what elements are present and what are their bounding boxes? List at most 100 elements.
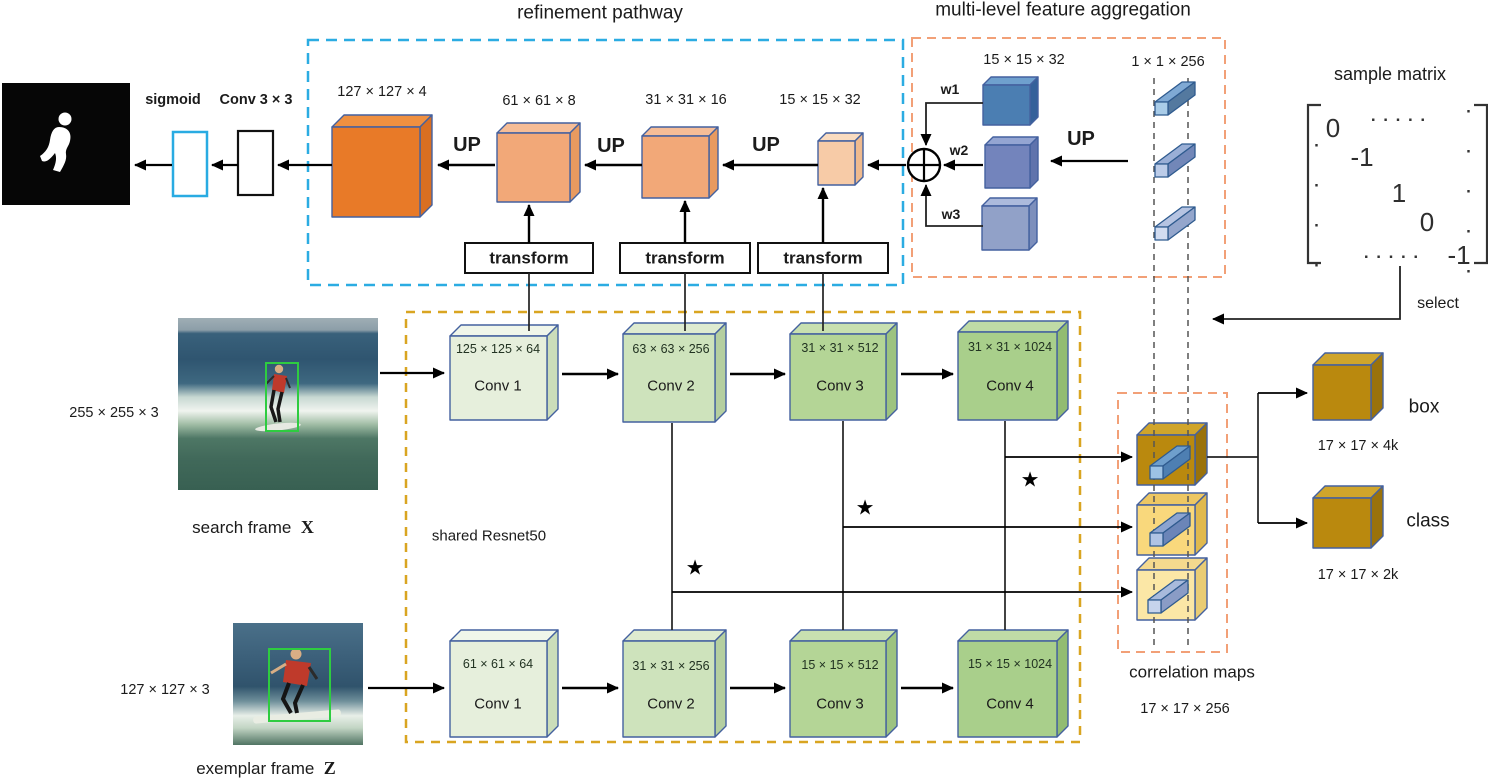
- conv3-bottom-dim: 15 × 15 × 512: [801, 657, 879, 672]
- conv4-bottom-dim: 15 × 15 × 1024: [967, 656, 1053, 671]
- matrix-entry-2: -1: [1350, 142, 1374, 172]
- exemplar-input-dim: 127 × 127 × 3: [120, 681, 210, 698]
- conv2-bottom-cube: [622, 629, 727, 738]
- correlation-star-icon: ★: [855, 496, 875, 520]
- conv4-bottom-name: Conv 4: [986, 695, 1034, 713]
- refinement-cube-15: [817, 132, 864, 186]
- correlation-bar-1: [1149, 445, 1191, 480]
- up-label-aggregation: UP: [1067, 128, 1095, 150]
- weight-w3-label: w3: [941, 206, 961, 222]
- vector-dim: 1 × 1 × 256: [1131, 53, 1205, 70]
- search-frame-image: [178, 318, 378, 490]
- conv1-top-name: Conv 1: [474, 377, 522, 395]
- class-head-label: class: [1406, 510, 1450, 532]
- sample-matrix-title: sample matrix: [1333, 64, 1447, 84]
- conv3-top-dim: 31 × 31 × 512: [801, 340, 879, 355]
- surfer-figure: [253, 648, 341, 724]
- feature-vector-bar-3: [1154, 206, 1196, 241]
- exemplar-bounding-box: [268, 648, 331, 722]
- select-label: select: [1417, 295, 1459, 312]
- transform-box-3-label: transform: [783, 248, 863, 268]
- refinement-dim-1: 127 × 127 × 4: [337, 83, 427, 100]
- refinement-pathway-title: refinement pathway: [517, 2, 683, 24]
- person-silhouette-icon: [40, 112, 72, 172]
- refinement-dim-3: 31 × 31 × 16: [645, 91, 727, 108]
- conv3-top-name: Conv 3: [816, 377, 864, 395]
- matrix-dots-right: · · · · ·: [1459, 102, 1479, 282]
- matrix-dots-bottom: · · · · ·: [1363, 247, 1421, 267]
- refinement-dim-2: 61 × 61 × 8: [502, 92, 576, 109]
- search-input-dim: 255 × 255 × 3: [69, 404, 159, 421]
- box-head-cube: [1312, 352, 1384, 421]
- matrix-dots-top: · · · · ·: [1370, 110, 1428, 130]
- weight-w1-label: w1: [940, 81, 960, 97]
- correlation-star-icon: ★: [685, 556, 705, 580]
- conv3-top-cube: [789, 322, 898, 421]
- box-head-label: box: [1408, 396, 1440, 418]
- feature-aggregation-region: [911, 37, 1226, 278]
- select-arrow: [1212, 266, 1401, 325]
- up-label-3: UP: [752, 134, 780, 156]
- w1-arrow: [920, 102, 983, 146]
- matrix-entry-4: 0: [1419, 207, 1435, 237]
- class-head-dim: 17 × 17 × 2k: [1317, 566, 1399, 583]
- correlation-maps-label: correlation maps: [1129, 662, 1255, 682]
- feature-vector-bar-2: [1154, 143, 1196, 178]
- w3-arrow: [920, 184, 983, 227]
- conv2-top-dim: 63 × 63 × 256: [632, 341, 710, 356]
- correlation-maps-region: [1117, 392, 1228, 653]
- aggregation-cube-w1: [982, 76, 1039, 126]
- box-head-dim: 17 × 17 × 4k: [1317, 437, 1399, 454]
- aggregation-cube-dim: 15 × 15 × 32: [983, 51, 1065, 68]
- conv2-top-name: Conv 2: [647, 377, 695, 395]
- correlation-star-icon: ★: [1020, 468, 1040, 492]
- shared-resnet-label: shared Resnet50: [431, 527, 547, 545]
- conv1-bottom-cube: [449, 629, 559, 738]
- conv4-top-cube: [957, 320, 1069, 421]
- correlation-bar-3: [1147, 579, 1189, 614]
- search-var: X: [300, 517, 314, 537]
- conv1-bottom-dim: 61 × 61 × 64: [462, 656, 534, 671]
- exemplar-frame-image: [233, 623, 363, 745]
- up-label-2: UP: [597, 135, 625, 157]
- conv2-bottom-name: Conv 2: [647, 695, 695, 713]
- conv1-top-cube: [449, 324, 559, 421]
- conv1-top-dim: 125 × 125 × 64: [455, 341, 541, 356]
- segmentation-mask-image: [2, 83, 130, 205]
- up-label-1: UP: [453, 134, 481, 156]
- sigmoid-box: [171, 130, 209, 198]
- refinement-cube-31: [641, 126, 719, 199]
- matrix-entry-3: 1: [1391, 178, 1407, 208]
- conv4-top-name: Conv 4: [986, 377, 1034, 395]
- sigmoid-label: sigmoid: [145, 91, 201, 108]
- conv1-bottom-name: Conv 1: [474, 695, 522, 713]
- feature-aggregation-title: multi-level feature aggregation: [935, 0, 1191, 21]
- matrix-entry-1: 0: [1325, 113, 1341, 143]
- refinement-cube-61: [496, 122, 581, 203]
- surfer-figure: [255, 364, 301, 432]
- aggregation-cube-w2: [984, 136, 1039, 189]
- exemplar-var: Z: [323, 758, 336, 778]
- conv3-bottom-cube: [789, 629, 898, 738]
- transform-box-1: [464, 242, 594, 274]
- exemplar-caption-text: exemplar frame: [196, 759, 315, 778]
- transform-box-2-label: transform: [645, 248, 725, 268]
- conv3x3-label: Conv 3 × 3: [219, 91, 293, 108]
- conv4-top-dim: 31 × 31 × 1024: [967, 339, 1053, 354]
- conv2-bottom-dim: 31 × 31 × 256: [632, 658, 710, 673]
- conv2-top-cube: [622, 322, 727, 423]
- conv3x3-box: [236, 129, 275, 197]
- transform-box-1-label: transform: [489, 248, 569, 268]
- matrix-dots-left: · · · ·: [1307, 136, 1327, 276]
- matrix-bracket-right: [1474, 103, 1488, 265]
- search-caption-text: search frame: [192, 518, 292, 537]
- search-bounding-box: [265, 362, 299, 432]
- search-frame-caption: search frame X: [192, 518, 314, 536]
- correlation-bar-2: [1149, 512, 1191, 547]
- refinement-pathway-region: [306, 38, 905, 287]
- feature-vector-bar-1: [1154, 81, 1196, 116]
- conv3-bottom-name: Conv 3: [816, 695, 864, 713]
- matrix-bracket-left: [1306, 103, 1321, 265]
